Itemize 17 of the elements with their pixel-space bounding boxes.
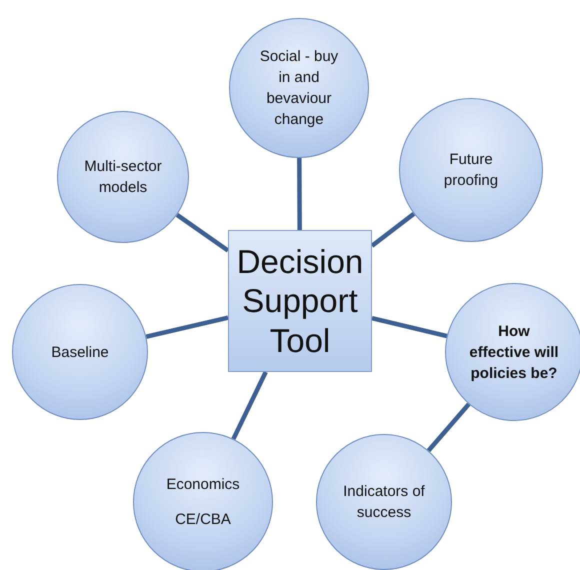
connector-line	[426, 402, 470, 452]
connector-line	[371, 316, 448, 338]
connector-line	[176, 213, 230, 252]
connector-line	[146, 316, 229, 339]
node-label: Social - buy in and bevaviour change	[258, 47, 340, 130]
node-label: How effective will policies be?	[468, 322, 560, 384]
node-label: Economics	[166, 475, 240, 495]
central-box	[228, 230, 372, 372]
node-label: Future proofing	[442, 150, 500, 191]
node-label: Decision Support Tool	[236, 242, 364, 360]
connector-line	[231, 371, 268, 440]
node-label: Baseline	[51, 342, 109, 362]
node-label: Multi-sector models	[83, 157, 163, 198]
connector-line	[370, 212, 416, 248]
node-label: CE/CBA	[175, 510, 231, 530]
connector-line	[297, 158, 302, 230]
node-label: Indicators of success	[342, 482, 426, 523]
